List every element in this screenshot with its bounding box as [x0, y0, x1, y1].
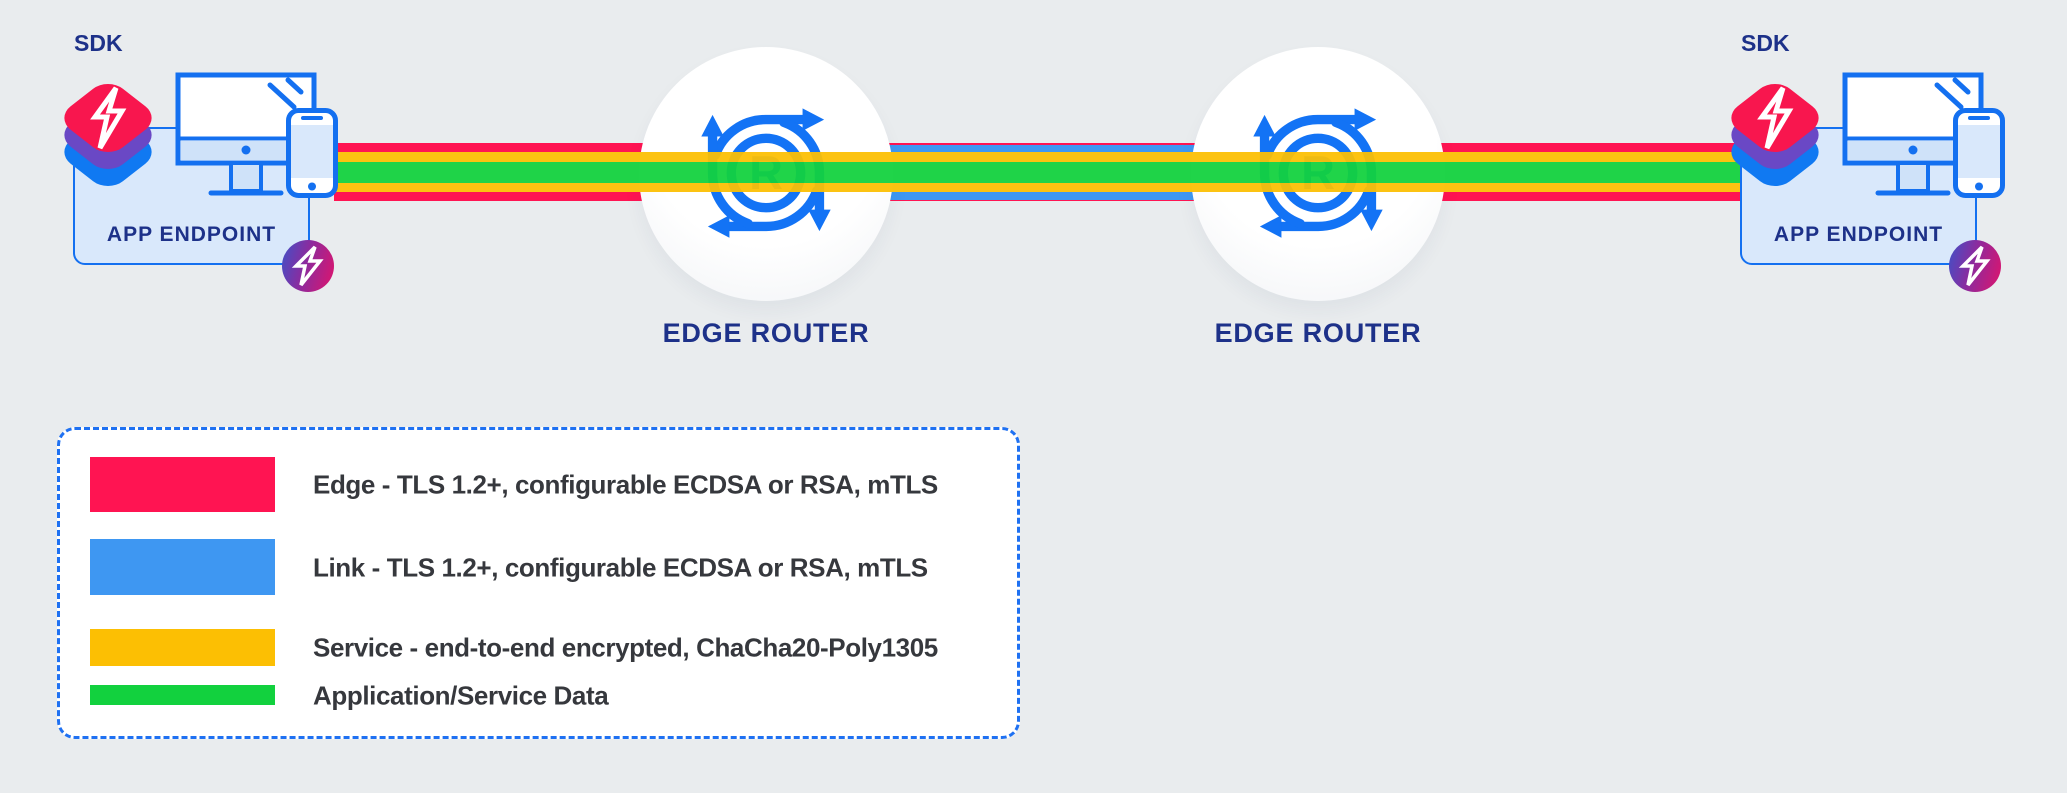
- app-endpoint-label: APP ENDPOINT: [106, 223, 277, 246]
- smartphone-icon: [286, 108, 338, 198]
- service-stripe-bottom: [334, 183, 1746, 192]
- app-endpoint-label: APP ENDPOINT: [1773, 223, 1944, 246]
- lightning-bolt-icon: [291, 245, 324, 287]
- app-endpoint-right: APP ENDPOINT SDK: [1667, 0, 2067, 320]
- app-endpoint-left: APP ENDPOINT SDK: [0, 0, 400, 320]
- link-stripe-top: [700, 144, 1390, 152]
- legend-swatch-edge: [90, 457, 275, 512]
- edge-router-label-left: EDGE ROUTER: [662, 318, 870, 348]
- legend-box: Edge - TLS 1.2+, configurable ECDSA or R…: [57, 427, 1020, 739]
- legend-label-data: Application/Service Data: [313, 680, 609, 711]
- sdk-label: SDK: [74, 30, 123, 56]
- lightning-bolt-icon: [1958, 245, 1991, 287]
- lightning-bolt-icon: [1757, 86, 1794, 150]
- legend-label-link: Link - TLS 1.2+, configurable ECDSA or R…: [313, 552, 928, 583]
- legend-swatch-data: [90, 685, 275, 705]
- bolt-badge-icon: [1949, 240, 2001, 292]
- legend-swatch-service: [90, 629, 275, 666]
- data-stripe: [334, 162, 1746, 183]
- smartphone-icon: [1953, 108, 2005, 198]
- service-stripe-top: [334, 152, 1746, 162]
- legend-label-service: Service - end-to-end encrypted, ChaCha20…: [313, 632, 938, 663]
- sdk-label: SDK: [1741, 30, 1790, 56]
- legend-swatch-link: [90, 539, 275, 595]
- edge-router-label-right: EDGE ROUTER: [1214, 318, 1422, 348]
- lightning-bolt-icon: [90, 86, 127, 150]
- bolt-badge-icon: [282, 240, 334, 292]
- link-stripe-bottom: [700, 192, 1390, 200]
- legend-label-edge: Edge - TLS 1.2+, configurable ECDSA or R…: [313, 469, 938, 500]
